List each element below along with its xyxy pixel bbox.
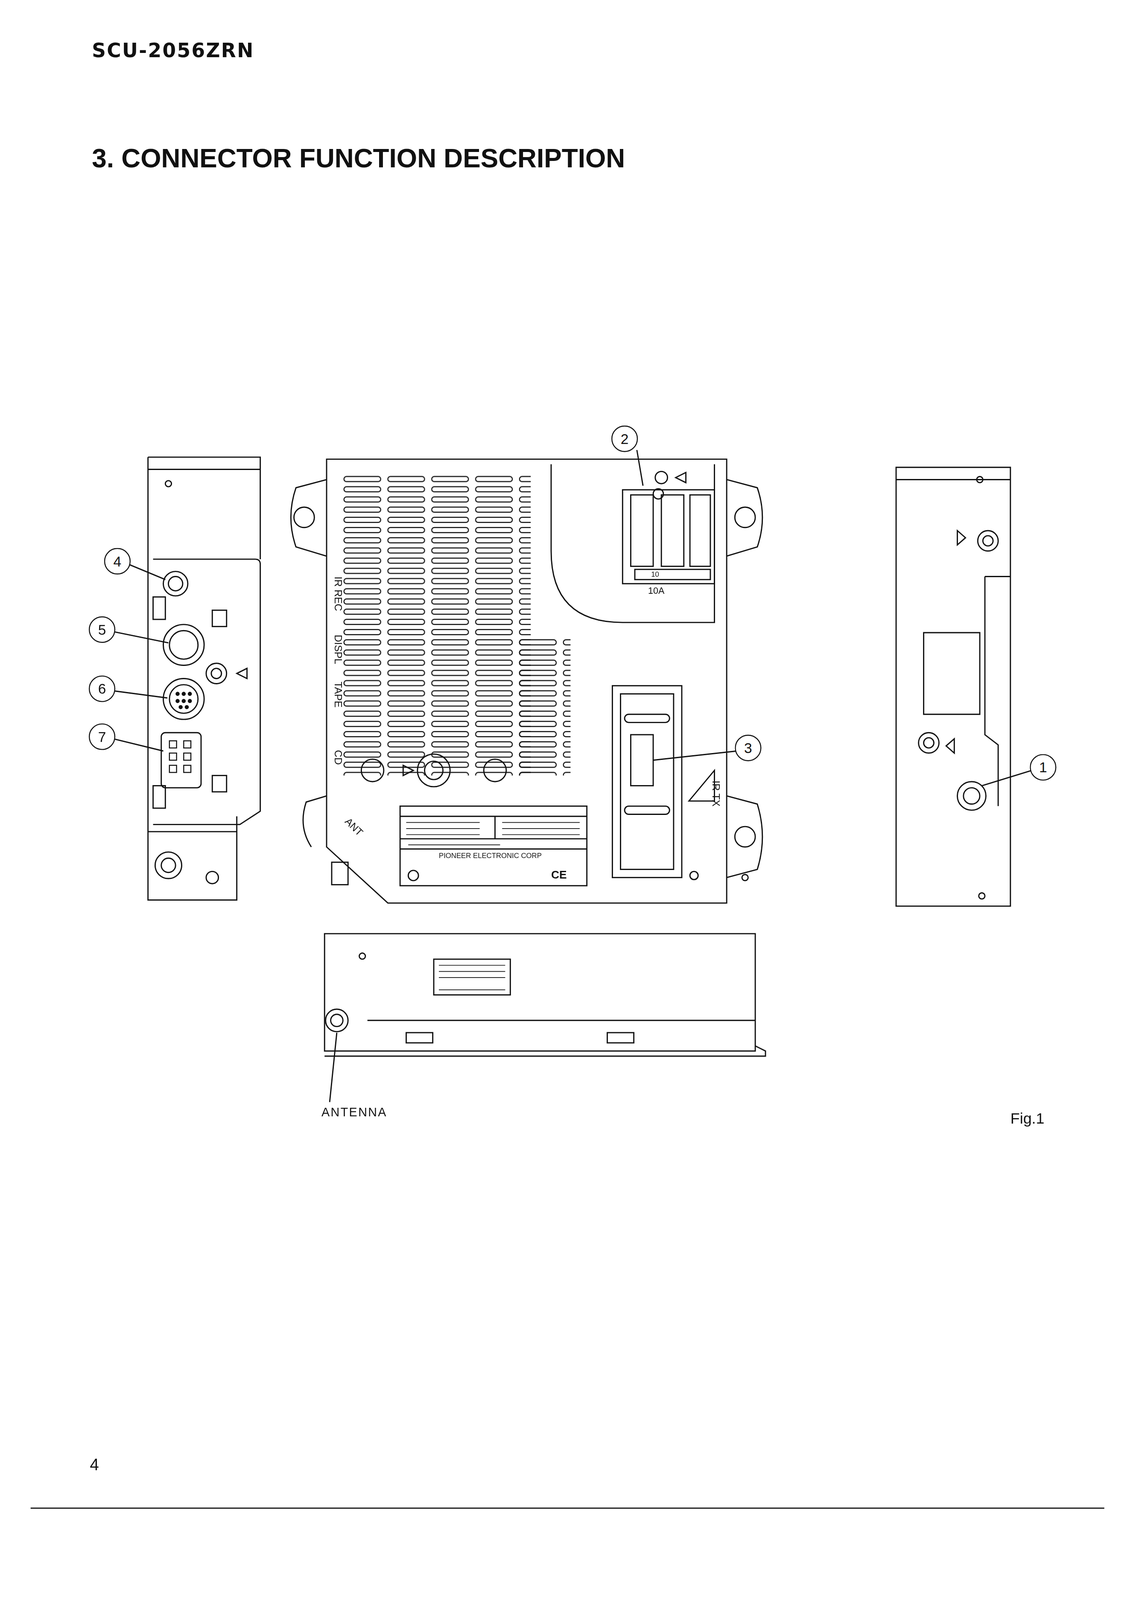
port-label: IR TX — [710, 780, 721, 807]
antenna-mark: ANT — [342, 816, 365, 839]
part-label: ANTENNA — [321, 1106, 388, 1119]
fuse-rating: 10A — [648, 586, 665, 596]
page-title: 3. CONNECTOR FUNCTION DESCRIPTION — [91, 144, 625, 172]
callout-number: 2 — [611, 425, 638, 453]
callout-number-text: 5 — [98, 622, 107, 637]
callout-number: 3 — [734, 734, 762, 762]
ce-mark: CE — [551, 869, 567, 881]
port-label: TAPE — [332, 681, 343, 708]
port-label: IR REC — [332, 576, 343, 612]
maker-name: PIONEER ELECTRONIC CORP — [438, 852, 542, 860]
callout-number-text: 2 — [620, 431, 629, 446]
callout-number-text: 6 — [98, 681, 107, 696]
callout-number: 5 — [88, 616, 116, 643]
port-label: DISPL — [332, 634, 343, 665]
callout-number: 7 — [88, 723, 116, 751]
callout-number: 6 — [88, 675, 116, 702]
callout-number-text: 4 — [113, 554, 122, 569]
fuse-value: 10 — [651, 570, 660, 578]
callout-number: 1 — [1029, 753, 1057, 781]
callout-number-text: 7 — [98, 729, 107, 744]
model-number: SCU-2056ZRN — [91, 40, 255, 61]
figure-caption: Fig.1 — [1010, 1110, 1045, 1126]
callout-number-text: 3 — [744, 740, 753, 755]
callout-number: 4 — [104, 548, 131, 575]
port-label: CD — [332, 750, 343, 766]
page-number: 4 — [89, 1457, 99, 1474]
callout-number-text: 1 — [1039, 760, 1048, 775]
